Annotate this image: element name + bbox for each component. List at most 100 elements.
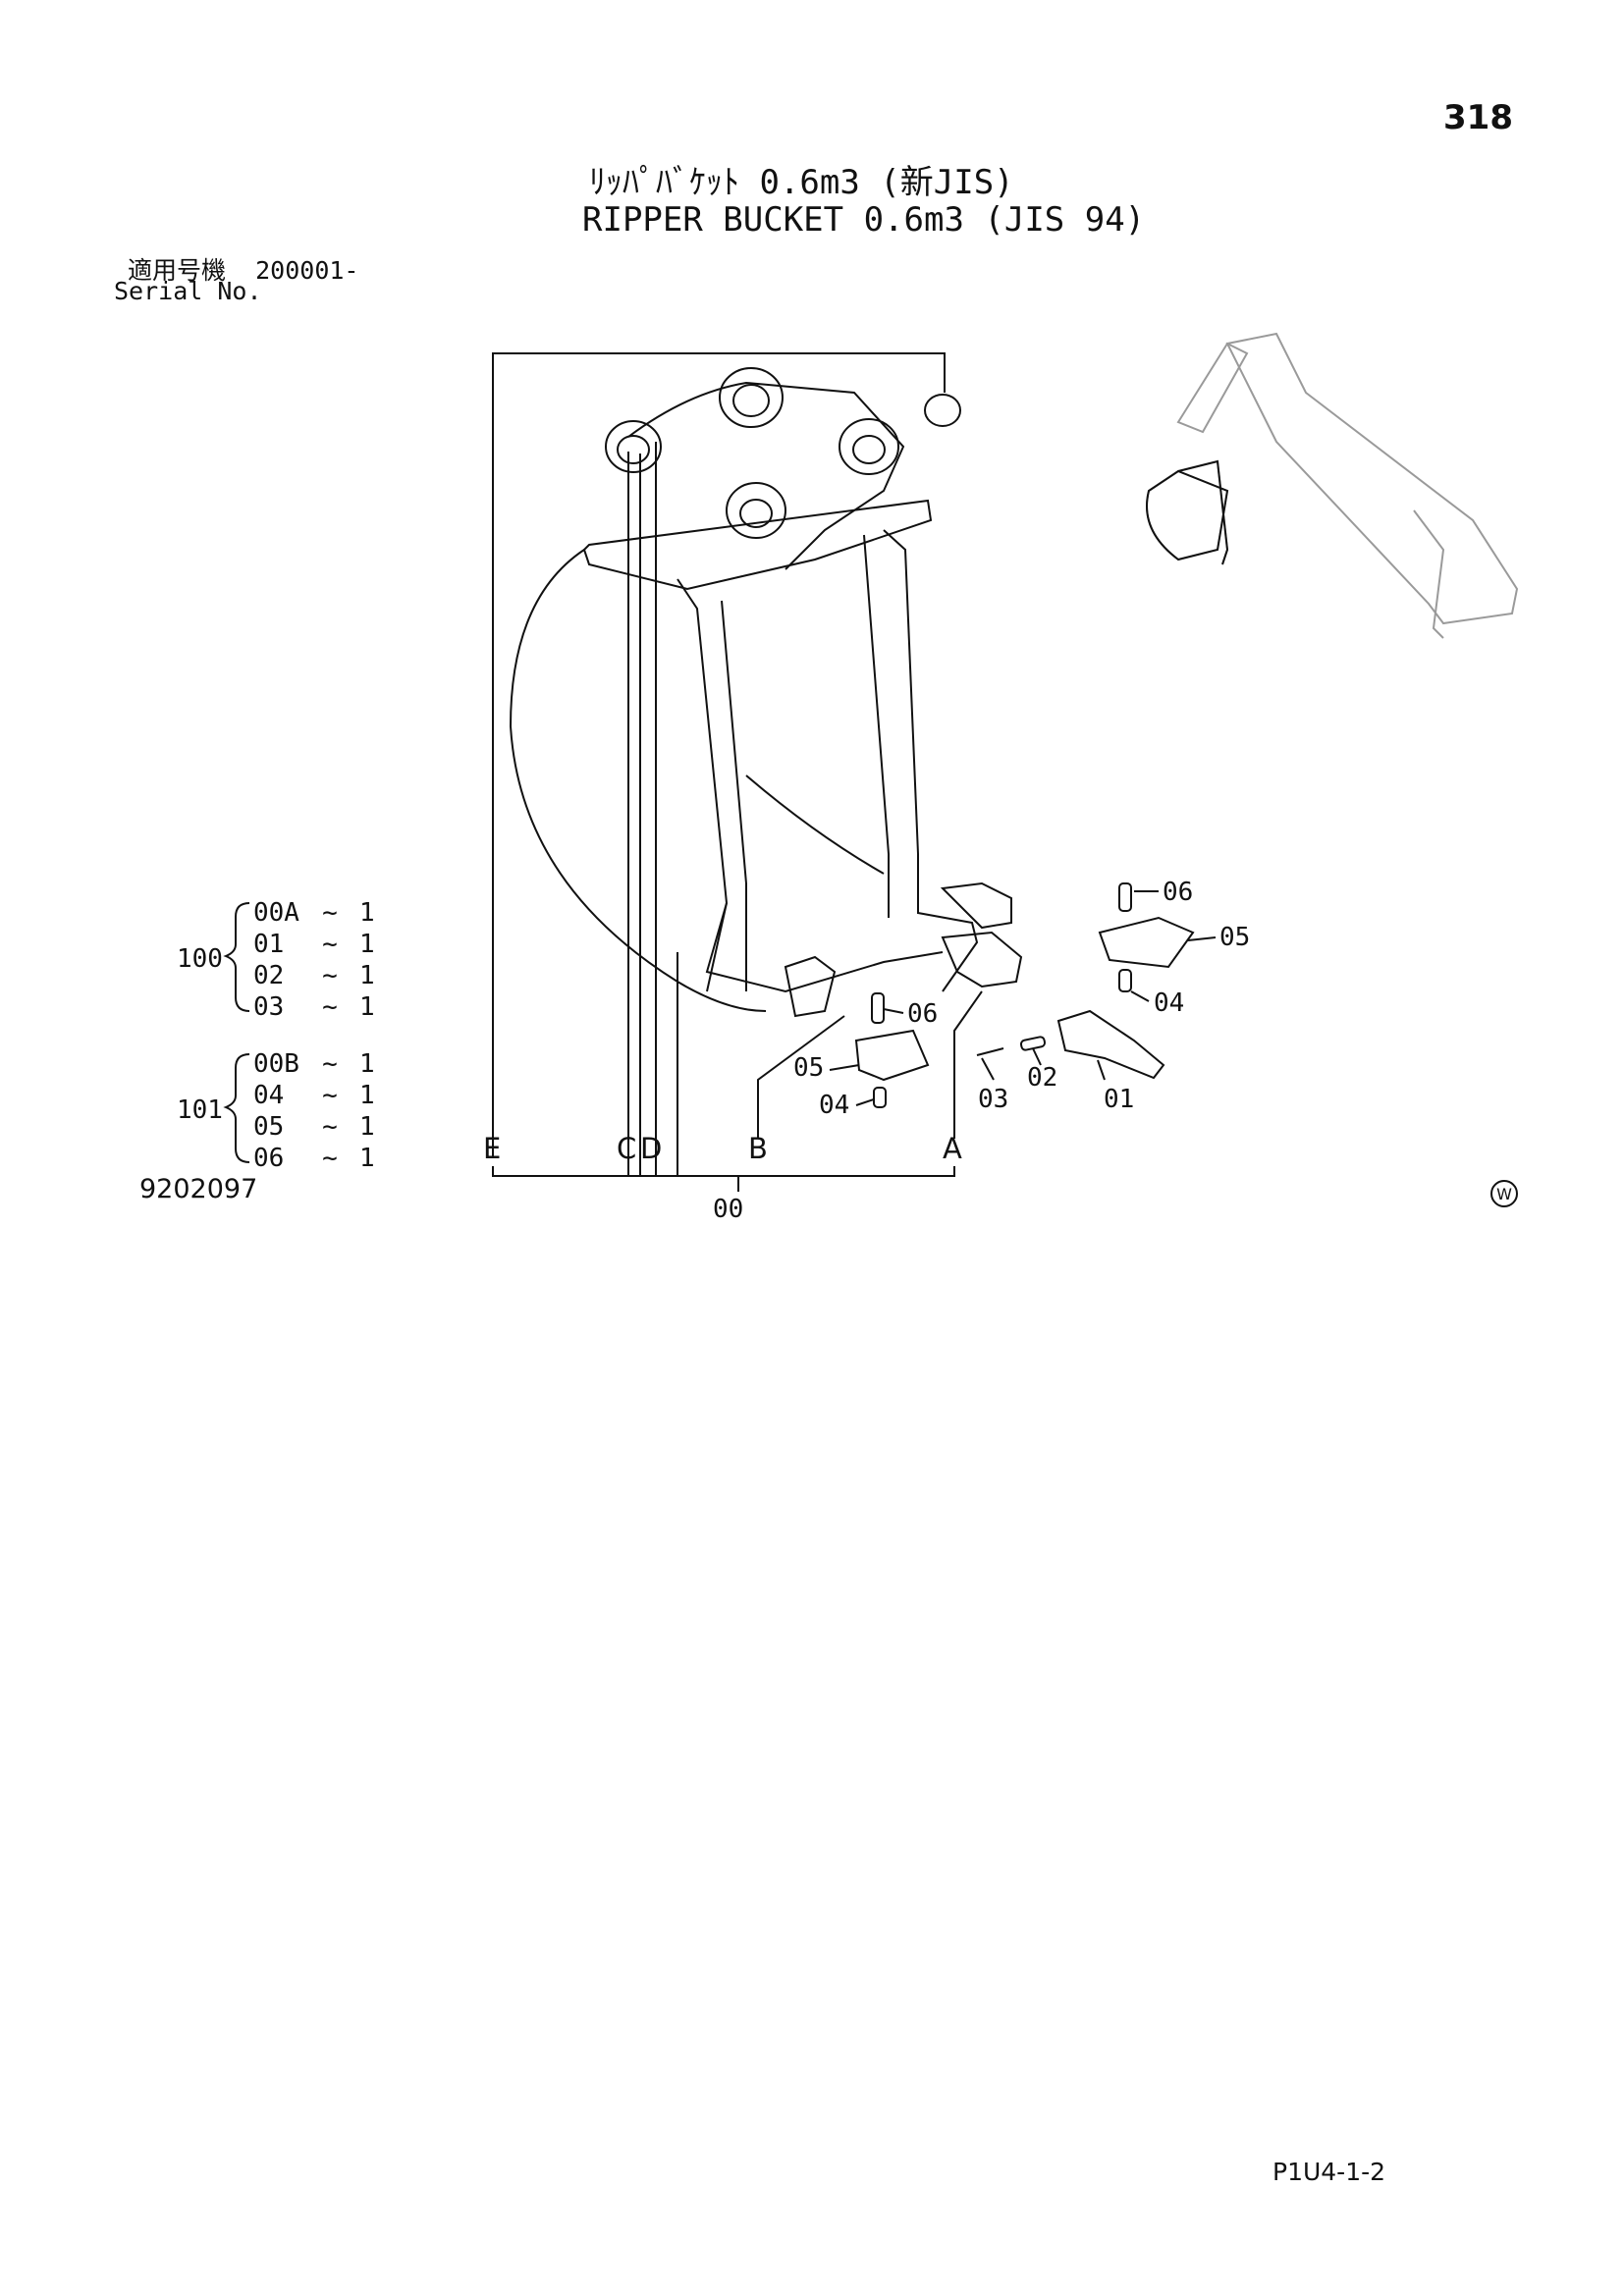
part-code: 03 bbox=[253, 992, 285, 1022]
part-qty: 1 bbox=[359, 1081, 375, 1110]
part-code: 02 bbox=[253, 961, 285, 990]
tilde: ~ bbox=[322, 1112, 338, 1142]
serial-value: 200001- bbox=[255, 256, 359, 285]
shim-ring bbox=[924, 394, 961, 427]
bracket-plate bbox=[627, 381, 905, 570]
group-brace-101 bbox=[223, 1053, 250, 1163]
adapter-right-lower bbox=[941, 931, 1023, 988]
w-mark: W bbox=[1490, 1180, 1518, 1207]
leader-04-right bbox=[1130, 990, 1150, 1002]
callout-02: 02 bbox=[1027, 1063, 1057, 1093]
group-101-row: 06 ~1 bbox=[253, 1144, 379, 1173]
group-number-100: 100 bbox=[177, 944, 223, 974]
part-qty: 1 bbox=[359, 1144, 375, 1173]
callout-04-left: 04 bbox=[819, 1091, 849, 1120]
tilde: ~ bbox=[322, 898, 338, 928]
part-code: 04 bbox=[253, 1081, 285, 1110]
leader-06-left bbox=[883, 1008, 904, 1014]
group-100-row: 02 ~1 bbox=[253, 961, 379, 990]
page-number: 318 bbox=[1443, 98, 1513, 137]
title-english: RIPPER BUCKET 0.6m3 (JIS 94) bbox=[582, 200, 1146, 240]
tilde: ~ bbox=[322, 992, 338, 1022]
callout-01: 01 bbox=[1104, 1085, 1134, 1114]
pin-06-right bbox=[1118, 882, 1132, 912]
ripper-tip-bar bbox=[705, 902, 944, 993]
callout-06-right: 06 bbox=[1163, 878, 1193, 907]
serial-label-jp: 適用号機 bbox=[128, 256, 227, 285]
tooth-01 bbox=[1056, 1009, 1165, 1080]
group-number-101: 101 bbox=[177, 1095, 223, 1125]
callout-06-left: 06 bbox=[907, 999, 938, 1029]
ripper-bucket-shank bbox=[509, 381, 979, 1012]
figure-number: 9202097 bbox=[139, 1174, 258, 1204]
pin-boss-top bbox=[719, 367, 784, 428]
part-code: 01 bbox=[253, 930, 285, 959]
adapter-left bbox=[784, 955, 837, 1018]
title-japanese: ﾘｯﾊﾟﾊﾞｹｯﾄ 0.6m3 (新JIS) bbox=[589, 163, 1014, 202]
group-101-row: 05 ~1 bbox=[253, 1112, 379, 1142]
ref-letter-d: D bbox=[640, 1132, 662, 1165]
group-100-row: 03 ~1 bbox=[253, 992, 379, 1022]
part-qty: 1 bbox=[359, 1112, 375, 1142]
leader-04-left bbox=[855, 1098, 875, 1106]
bucket-top-plate bbox=[582, 499, 933, 591]
part-qty: 1 bbox=[359, 930, 375, 959]
shank-right-inner bbox=[863, 534, 890, 918]
part-qty: 1 bbox=[359, 1049, 375, 1079]
callout-04-right: 04 bbox=[1154, 988, 1184, 1018]
bucket-curved-shell bbox=[509, 549, 767, 1012]
leader-03 bbox=[981, 1057, 995, 1081]
leader-01 bbox=[1097, 1059, 1106, 1081]
bucket-inner-curve bbox=[745, 774, 885, 875]
pin-06-left bbox=[871, 992, 885, 1024]
page-code: P1U4-1-2 bbox=[1272, 2158, 1386, 2186]
group-100-row: 01 ~1 bbox=[253, 930, 379, 959]
tilde: ~ bbox=[322, 961, 338, 990]
serial-label-en: Serial No. bbox=[114, 277, 262, 305]
callout-00: 00 bbox=[713, 1195, 743, 1224]
shank-right bbox=[883, 529, 979, 992]
ref-letter-a: A bbox=[943, 1132, 962, 1165]
w-mark-letter: W bbox=[1496, 1185, 1512, 1203]
tilde: ~ bbox=[322, 930, 338, 959]
leader-05-right bbox=[1187, 936, 1217, 941]
part-qty: 1 bbox=[359, 898, 375, 928]
pin-boss-right bbox=[839, 418, 899, 475]
part-code: 05 bbox=[253, 1112, 285, 1142]
tilde: ~ bbox=[322, 1049, 338, 1079]
adapter-right-upper bbox=[940, 881, 1012, 930]
pin-03 bbox=[976, 1047, 1004, 1056]
leader-line-a bbox=[953, 990, 983, 1139]
part-qty: 1 bbox=[359, 961, 375, 990]
leader-05-left bbox=[829, 1064, 860, 1071]
inset-highlight bbox=[1146, 459, 1229, 565]
pin-boss-bottom bbox=[726, 482, 786, 539]
pin-boss-left bbox=[605, 420, 662, 473]
excavator-arm bbox=[1225, 332, 1519, 625]
tilde: ~ bbox=[322, 1081, 338, 1110]
part-code: 00B bbox=[253, 1049, 299, 1079]
tooth-point-05-right bbox=[1098, 916, 1195, 969]
tooth-point-05-left bbox=[854, 1029, 930, 1082]
ref-letter-e: E bbox=[483, 1132, 501, 1165]
lock-04-left bbox=[873, 1087, 887, 1108]
tilde: ~ bbox=[322, 1144, 338, 1173]
callout-03: 03 bbox=[978, 1085, 1008, 1114]
leader-line-b bbox=[757, 1015, 845, 1139]
assembly-bracket-bottom bbox=[492, 1166, 955, 1177]
group-101-row: 04 ~1 bbox=[253, 1081, 379, 1110]
ref-letter-b: B bbox=[748, 1132, 768, 1165]
callout-05-right: 05 bbox=[1219, 923, 1250, 952]
serial-applicability: 適用号機 200001- bbox=[128, 251, 358, 287]
excavator-boom bbox=[1176, 342, 1249, 434]
group-100-row: 00A~1 bbox=[253, 898, 379, 928]
leader-02 bbox=[1032, 1047, 1042, 1066]
part-qty: 1 bbox=[359, 992, 375, 1022]
assembly-bracket-top bbox=[492, 352, 946, 1158]
inset-cylinder bbox=[1413, 509, 1445, 639]
group-brace-100 bbox=[223, 902, 250, 1012]
shank-left-inner bbox=[721, 600, 747, 991]
shank-left-outer bbox=[677, 578, 729, 992]
part-code: 06 bbox=[253, 1144, 285, 1173]
